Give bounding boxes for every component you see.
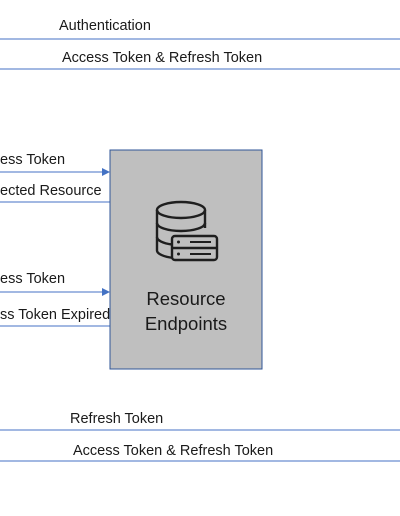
- access-token-request-label-2: ess Token: [0, 271, 66, 287]
- resource-endpoints-title-line2: Endpoints: [144, 313, 228, 334]
- tokens-returned-label: Access Token & Refresh Token: [62, 50, 263, 66]
- resource-endpoints-title-line1: Resource: [146, 288, 226, 309]
- protected-resource-response-label: ected Resource: [0, 183, 102, 199]
- authentication-label: Authentication: [59, 18, 151, 34]
- new-tokens-returned-label: Access Token & Refresh Token: [73, 443, 274, 459]
- database-server-icon: [155, 200, 219, 262]
- token-expired-response-label: ss Token Expired: [0, 307, 111, 323]
- access-token-request-label-1: ess Token: [0, 152, 66, 168]
- refresh-token-label: Refresh Token: [70, 411, 164, 427]
